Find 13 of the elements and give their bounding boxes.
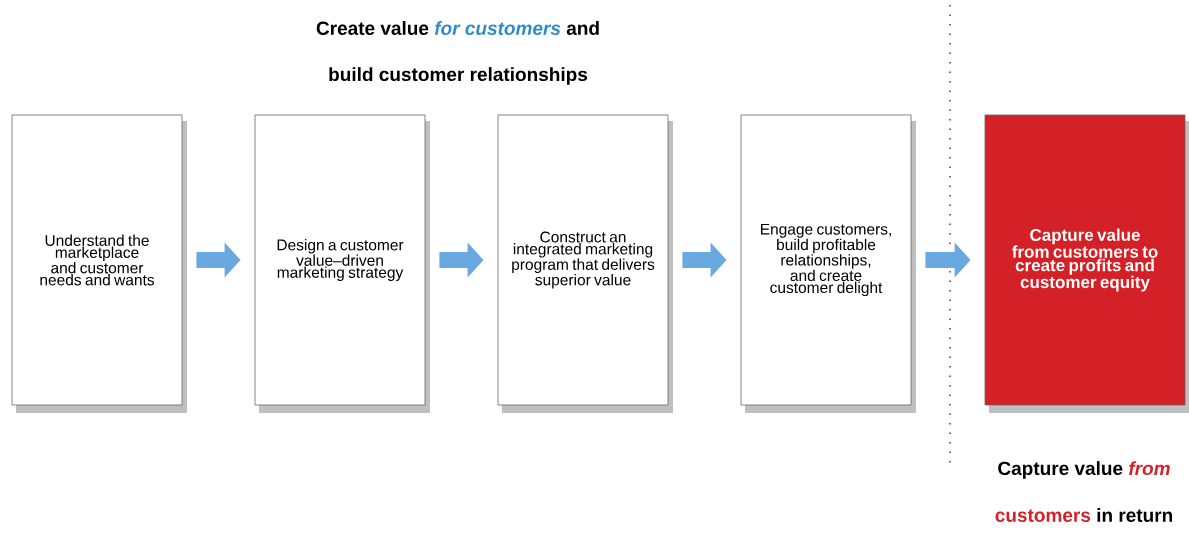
heading-text: from bbox=[1129, 461, 1170, 476]
heading-text: customers bbox=[995, 509, 1091, 522]
heading-text: for customers bbox=[434, 21, 561, 35]
heading-text: and bbox=[566, 21, 599, 35]
heading-text: build customer relationships bbox=[329, 67, 588, 85]
process-box: Design a customer value–driven marketing strategy bbox=[254, 114, 430, 413]
process-box: Construct an integrated marketing program that delivers superior value bbox=[497, 114, 673, 413]
heading-text: in return bbox=[1097, 508, 1173, 522]
highlight-box: Capture value from customers to create profits and customer equity bbox=[984, 114, 1189, 413]
process-box: Engage customers, build profitable relationships, and create customer delight bbox=[740, 114, 916, 413]
heading-text: Capture value bbox=[998, 461, 1123, 479]
process-box: Understand the marketplace and customer needs and wants bbox=[11, 114, 187, 413]
heading-text: Create value bbox=[316, 21, 429, 35]
